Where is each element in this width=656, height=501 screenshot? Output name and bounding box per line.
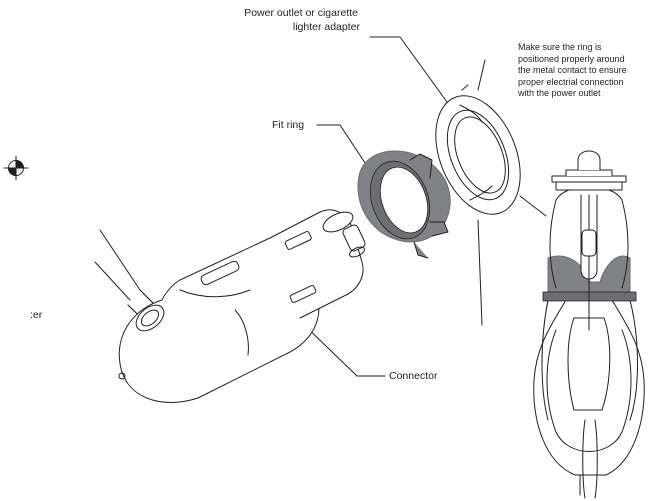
note-line: the metal contact to ensure xyxy=(518,65,627,75)
note-block: Make sure the ring is positioned properl… xyxy=(518,42,656,100)
label-adapter-line2: lighter adapter xyxy=(292,21,360,33)
connector-body xyxy=(118,209,366,403)
label-edge-fragment: :er xyxy=(30,309,43,321)
note-line: proper electrial connection xyxy=(518,76,624,87)
alignment-lines xyxy=(94,59,486,326)
fit-ring xyxy=(357,150,451,259)
label-adapter-line1: Power outlet or cigarette xyxy=(244,7,358,19)
label-connector: Connector xyxy=(389,370,438,382)
adapter-ring xyxy=(435,95,521,215)
note-line: Make sure the ring is xyxy=(518,42,602,52)
assembled-section xyxy=(533,150,645,499)
registration-mark-icon xyxy=(3,155,29,181)
leader-note xyxy=(519,195,547,217)
note-line: with the power outlet xyxy=(518,88,601,98)
leader-fit-ring xyxy=(316,124,376,179)
label-fit-ring: Fit ring xyxy=(272,119,305,131)
note-line: positioned properly around xyxy=(518,53,625,64)
leader-adapter xyxy=(369,36,461,121)
